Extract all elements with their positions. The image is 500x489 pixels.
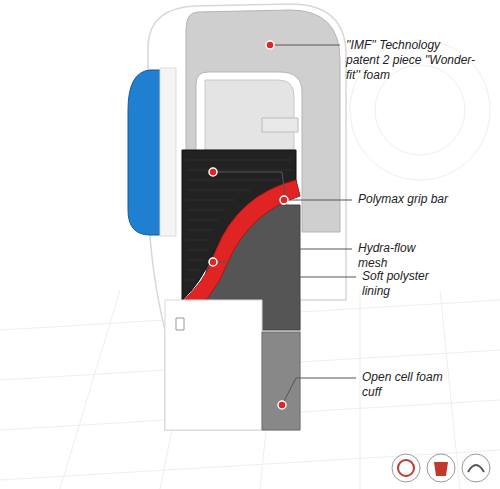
callout-label: Open cell foam cuff	[362, 370, 458, 400]
thumb-seam	[160, 68, 176, 236]
callout-label: Polymax grip bar	[358, 192, 488, 207]
background-grid	[0, 40, 500, 489]
leader-lines	[213, 45, 356, 405]
glove-shell	[148, 4, 346, 430]
feature-badges	[392, 454, 490, 482]
grip-bar	[262, 118, 298, 132]
callout-dots	[209, 41, 288, 409]
callout-label: Soft polyster lining	[362, 269, 458, 299]
hand-cavity	[205, 80, 294, 150]
thumb	[128, 70, 160, 235]
callout-label: ''IMF'' Technology patent 2 piece ''Wond…	[346, 38, 476, 83]
cuff-tab	[176, 318, 184, 330]
cuff-shell	[165, 300, 262, 430]
callout-label: Hydra-flow mesh	[358, 241, 438, 271]
